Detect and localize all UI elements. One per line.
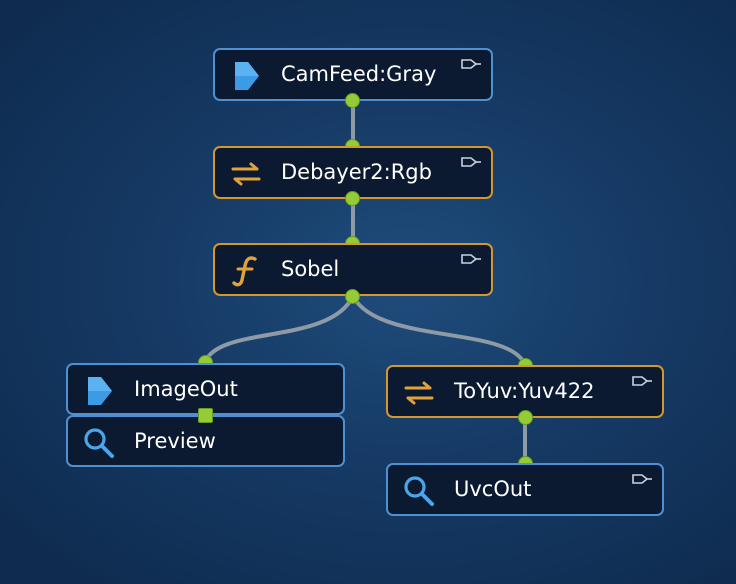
arrow-right-icon: [229, 59, 263, 93]
pin-icon[interactable]: [631, 374, 653, 388]
connector-port[interactable]: [198, 408, 213, 423]
edge-sobel-imageout: [203, 295, 355, 363]
swap-arrows-icon: [229, 157, 263, 191]
node-debayer[interactable]: Debayer2:Rgb: [213, 146, 493, 199]
pin-icon[interactable]: [460, 252, 482, 266]
magnifier-icon: [82, 426, 116, 460]
node-preview[interactable]: Preview: [66, 415, 345, 467]
swap-arrows-icon: [402, 376, 436, 410]
node-label: ImageOut: [134, 377, 238, 401]
magnifier-icon: [402, 474, 436, 508]
node-label: CamFeed:Gray: [281, 62, 437, 86]
node-label: UvcOut: [454, 477, 532, 501]
output-port[interactable]: [345, 191, 360, 206]
node-imageout[interactable]: ImageOut: [66, 363, 345, 415]
output-port[interactable]: [518, 410, 533, 425]
output-port[interactable]: [345, 93, 360, 108]
pin-icon[interactable]: [460, 155, 482, 169]
edge-sobel-toyuv: [351, 294, 527, 366]
node-label: Preview: [134, 429, 216, 453]
output-port[interactable]: [345, 289, 360, 304]
arrow-right-icon: [82, 374, 116, 408]
pin-icon[interactable]: [631, 472, 653, 486]
node-sobel[interactable]: Sobel: [213, 243, 493, 296]
node-label: Debayer2:Rgb: [281, 160, 432, 184]
node-uvcout[interactable]: UvcOut: [386, 463, 664, 516]
function-icon: [229, 254, 263, 288]
node-label: ToYuv:Yuv422: [454, 379, 595, 403]
node-label: Sobel: [281, 257, 340, 281]
node-camfeed[interactable]: CamFeed:Gray: [213, 48, 493, 101]
pin-icon[interactable]: [460, 57, 482, 71]
